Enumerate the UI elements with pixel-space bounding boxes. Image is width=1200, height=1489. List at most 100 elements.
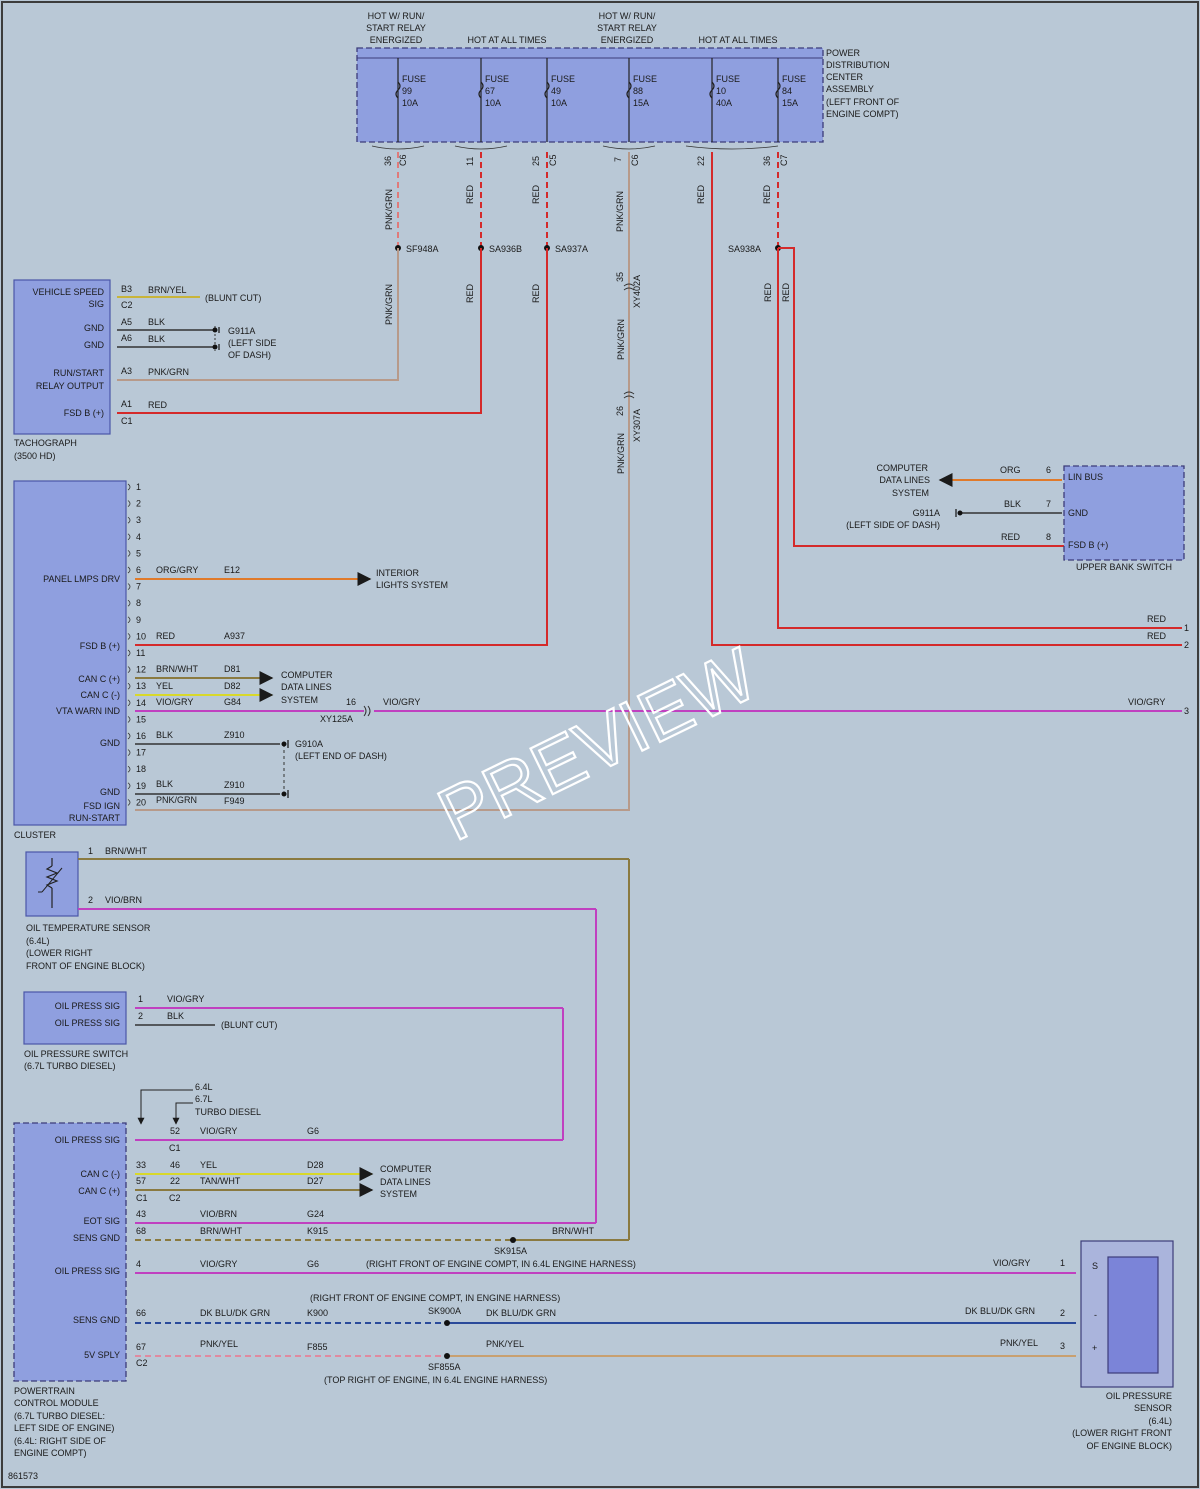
fuse-84: FUSE 84 15A xyxy=(775,58,806,142)
splice-sa936b: SA936B xyxy=(489,244,522,254)
cluster-box xyxy=(13,480,127,826)
svg-text:G911A: G911A xyxy=(913,508,940,518)
svg-text:CAN C (+): CAN C (+) xyxy=(78,674,120,684)
svg-text:ENGINE COMPT): ENGINE COMPT) xyxy=(14,1448,87,1458)
svg-text:15A: 15A xyxy=(782,98,798,108)
svg-text:BLK: BLK xyxy=(1004,499,1021,509)
pcm-box xyxy=(13,1122,127,1382)
svg-text:C1: C1 xyxy=(169,1143,181,1153)
svg-text:16: 16 xyxy=(346,697,356,707)
cluster-pin-4: 4 xyxy=(136,532,141,542)
fuse-49: FUSE 49 10A xyxy=(544,58,575,142)
svg-text:-: - xyxy=(1094,1310,1097,1320)
svg-text:SENS GND: SENS GND xyxy=(73,1315,121,1325)
cluster-pin-terminal xyxy=(127,516,131,524)
svg-text:5V SPLY: 5V SPLY xyxy=(84,1350,120,1360)
svg-text:67: 67 xyxy=(136,1342,146,1352)
svg-text:FSD B (+): FSD B (+) xyxy=(64,408,104,418)
svg-text:SYSTEM: SYSTEM xyxy=(380,1189,417,1199)
svg-text:G6: G6 xyxy=(307,1126,319,1136)
svg-text:LEFT SIDE OF ENGINE): LEFT SIDE OF ENGINE) xyxy=(14,1423,114,1433)
svg-text:(3500 HD): (3500 HD) xyxy=(14,451,56,461)
svg-text:DATA LINES: DATA LINES xyxy=(879,475,930,485)
svg-text:D81: D81 xyxy=(224,664,241,674)
svg-text:CAN C (+): CAN C (+) xyxy=(78,1186,120,1196)
svg-text:FUSE: FUSE xyxy=(402,74,426,84)
svg-text:1: 1 xyxy=(88,846,93,856)
pdc-output-wires: PNK/GRN RED RED PNK/GRN RED RED SF948A S… xyxy=(117,152,1182,811)
pdc-label-hot-all-2: HOT AT ALL TIMES xyxy=(698,35,777,45)
svg-text:VIO/GRY: VIO/GRY xyxy=(200,1259,237,1269)
pdc-label-hot-run-2: ENERGIZED xyxy=(601,35,654,45)
svg-text:C1: C1 xyxy=(121,416,133,426)
svg-text:COMPUTER: COMPUTER xyxy=(877,463,929,473)
svg-text:FSD IGN: FSD IGN xyxy=(83,801,120,811)
svg-text:BLK: BLK xyxy=(148,317,165,327)
svg-text:TAN/WHT: TAN/WHT xyxy=(200,1176,241,1186)
tachograph: VEHICLE SPEED SIG GND GND RUN/START RELA… xyxy=(13,279,276,461)
svg-text:VEHICLE SPEED: VEHICLE SPEED xyxy=(32,287,104,297)
svg-text:2: 2 xyxy=(1060,1308,1065,1318)
upper-bank-switch: LIN BUS GND FSD B (+) UPPER BANK SWITCH … xyxy=(846,463,1185,572)
svg-text:YEL: YEL xyxy=(156,681,173,691)
svg-text:2: 2 xyxy=(1184,640,1189,650)
svg-text:C2: C2 xyxy=(169,1193,181,1203)
svg-text:PNK/GRN: PNK/GRN xyxy=(616,319,626,360)
cluster-pin-terminal xyxy=(127,583,131,590)
svg-text:F949: F949 xyxy=(224,796,245,806)
svg-text:PNK/GRN: PNK/GRN xyxy=(156,795,197,805)
svg-text:1: 1 xyxy=(138,994,143,1004)
svg-text:LIGHTS SYSTEM: LIGHTS SYSTEM xyxy=(376,580,448,590)
svg-text:FUSE: FUSE xyxy=(716,74,740,84)
svg-text:68: 68 xyxy=(136,1226,146,1236)
cluster-pin-20: 20 xyxy=(136,797,146,807)
svg-text:SYSTEM: SYSTEM xyxy=(892,488,929,498)
cluster-pin-1: 1 xyxy=(136,482,141,492)
svg-text:OIL PRESSURE SWITCH: OIL PRESSURE SWITCH xyxy=(24,1049,128,1059)
svg-text:D27: D27 xyxy=(307,1176,324,1186)
pdc-conn: C6 xyxy=(398,154,408,166)
svg-text:G6: G6 xyxy=(307,1259,319,1269)
cluster-pin-terminal xyxy=(127,633,131,640)
svg-text:FSD B (+): FSD B (+) xyxy=(1068,540,1108,550)
svg-text:RED: RED xyxy=(781,282,791,302)
svg-text:PNK/YEL: PNK/YEL xyxy=(1000,1338,1038,1348)
svg-text:ORG/GRY: ORG/GRY xyxy=(156,565,198,575)
svg-text:D28: D28 xyxy=(307,1160,324,1170)
cluster: CLUSTER 1234567891011121314151617181920 … xyxy=(13,480,1182,840)
svg-text:84: 84 xyxy=(782,86,792,96)
svg-text:FUSE: FUSE xyxy=(551,74,575,84)
svg-text:Z910: Z910 xyxy=(224,780,245,790)
fuse-99: FUSE 99 10A xyxy=(395,58,426,142)
svg-text:PNK/GRN: PNK/GRN xyxy=(616,433,626,474)
svg-text:SIG: SIG xyxy=(88,299,104,309)
pdc-pin: 25 xyxy=(531,156,541,166)
svg-text:15A: 15A xyxy=(633,98,649,108)
svg-text:(6.7L TURBO DIESEL): (6.7L TURBO DIESEL) xyxy=(24,1061,116,1071)
svg-text:SK900A: SK900A xyxy=(428,1306,461,1316)
svg-text:G84: G84 xyxy=(224,697,241,707)
svg-text:(LEFT SIDE OF DASH): (LEFT SIDE OF DASH) xyxy=(846,520,940,530)
cluster-pin-13: 13 xyxy=(136,681,146,691)
svg-text:CONTROL MODULE: CONTROL MODULE xyxy=(14,1398,99,1408)
svg-text:PNK/GRN: PNK/GRN xyxy=(148,367,189,377)
pdc-pin: 22 xyxy=(696,156,706,166)
svg-text:2: 2 xyxy=(138,1011,143,1021)
svg-text:COMPUTER: COMPUTER xyxy=(380,1164,432,1174)
oil-pressure-sensor: S - + 1 2 3 VIO/GRY DK BLU/DK GRN PNK/YE… xyxy=(965,1240,1174,1451)
cluster-pin-terminal xyxy=(127,500,131,507)
svg-text:RED: RED xyxy=(531,283,541,303)
splice-sa938a: SA938A xyxy=(728,244,761,254)
svg-text:RELAY OUTPUT: RELAY OUTPUT xyxy=(36,381,105,391)
svg-text:49: 49 xyxy=(551,86,561,96)
svg-text:BLK: BLK xyxy=(167,1011,184,1021)
upper-bank-switch-box xyxy=(1063,465,1185,561)
svg-text:VIO/GRY: VIO/GRY xyxy=(1128,697,1165,707)
cluster-pin-19: 19 xyxy=(136,781,146,791)
svg-text:1: 1 xyxy=(1184,623,1189,633)
svg-text:RED: RED xyxy=(1147,614,1167,624)
svg-text:6.4L: 6.4L xyxy=(195,1082,213,1092)
svg-text:A5: A5 xyxy=(121,317,132,327)
svg-text:46: 46 xyxy=(170,1160,180,1170)
